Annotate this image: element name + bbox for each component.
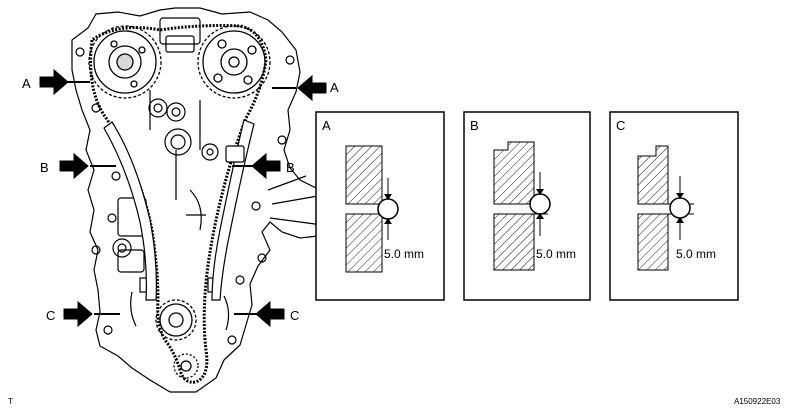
engine-block-outline [71, 7, 331, 393]
arrow-a-right [297, 74, 327, 102]
detail-c-label: C [616, 118, 625, 133]
detail-a-label: A [322, 118, 331, 133]
engine-illustration [71, 7, 331, 393]
arrow-b-right [251, 152, 281, 180]
detail-box-c: C 5.0 mm [609, 111, 739, 301]
exhaust-cam-sprocket [88, 25, 162, 99]
section-label-b-left: B [40, 160, 49, 175]
section-label-b-right: B [286, 160, 295, 175]
detail-b-label: B [470, 118, 479, 133]
crankshaft-sprocket [155, 299, 199, 379]
section-label-a-right: A [330, 80, 339, 95]
detail-a-dimension: 5.0 mm [384, 247, 424, 261]
arrow-b-left [59, 152, 89, 180]
detail-box-b: B 5.0 mm [463, 111, 591, 301]
section-markers [39, 68, 327, 328]
timing-chain [89, 24, 268, 384]
chain-slipper-guide [103, 121, 157, 301]
corner-mark: T [8, 397, 13, 406]
detail-b-dimension: 5.0 mm [536, 247, 576, 261]
figure-code: A150922E03 [734, 397, 781, 406]
detail-c-dimension: 5.0 mm [676, 247, 716, 261]
intake-cam-sprocket [197, 25, 271, 99]
detail-box-a: A 5.0 mm [315, 111, 445, 301]
arrow-c-right [255, 300, 285, 328]
arrow-c-left [63, 300, 93, 328]
chain-tensioner [225, 145, 245, 163]
section-label-c-left: C [46, 308, 55, 323]
chain-guides [103, 119, 255, 301]
section-label-c-right: C [290, 308, 299, 323]
section-label-a-left: A [22, 76, 31, 91]
arrow-a-left [39, 68, 69, 96]
